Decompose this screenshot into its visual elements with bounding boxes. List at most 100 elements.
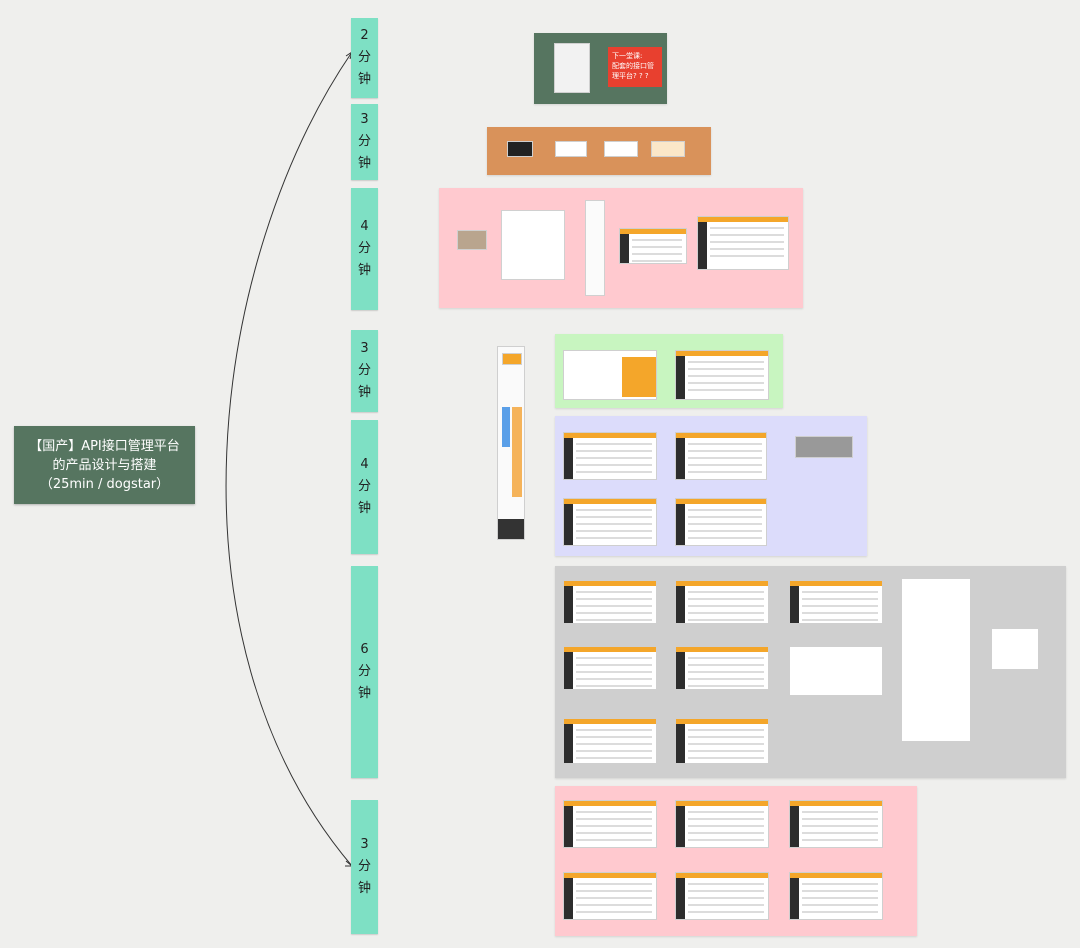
thumb-row — [802, 619, 878, 621]
thumb-row — [688, 664, 764, 666]
section-3-photo — [457, 230, 487, 250]
section-4-thumb — [675, 350, 769, 400]
thumb-row — [576, 450, 652, 452]
time-node-4[interactable]: 3 分 钟 — [351, 330, 378, 412]
thumb-row — [688, 897, 764, 899]
time-node-unit-b: 钟 — [357, 686, 371, 701]
thumb-row — [688, 516, 762, 518]
thumb-row — [688, 839, 764, 841]
time-node-unit-a: 分 — [357, 664, 371, 679]
thumb-row — [688, 678, 764, 680]
thumb-row — [576, 736, 652, 738]
thumb-row — [802, 911, 878, 913]
section-3-dashboard-thumb — [619, 228, 687, 264]
thumb-row — [802, 825, 878, 827]
thumb-row — [688, 389, 764, 391]
long-page-screenshot — [497, 346, 525, 540]
thumb-row — [688, 750, 764, 752]
time-node-unit-a: 分 — [357, 50, 371, 65]
thumb-row — [688, 890, 764, 892]
thumb-row — [576, 883, 652, 885]
time-node-6[interactable]: 6 分 钟 — [351, 566, 378, 778]
thumb-row — [710, 248, 784, 250]
thumb-row — [688, 883, 764, 885]
time-node-3[interactable]: 4 分 钟 — [351, 188, 378, 310]
time-node-unit-b: 钟 — [357, 156, 371, 171]
thumb-row — [576, 811, 652, 813]
section-1-note: 下一堂课: 配套的接口管 理平台? ? ? — [608, 47, 662, 87]
thumb-row — [688, 443, 762, 445]
time-node-unit-a: 分 — [357, 241, 371, 256]
thumb-row — [688, 612, 764, 614]
thumb-row — [688, 657, 764, 659]
time-node-7[interactable]: 3 分 钟 — [351, 800, 378, 934]
thumb-row — [688, 743, 764, 745]
thumb-row — [688, 375, 764, 377]
root-topic-node[interactable]: 【国产】API接口管理平台 的产品设计与搭建 （25min / dogstar） — [14, 426, 195, 504]
section-6-thumb — [991, 628, 1039, 670]
section-2-thumb — [604, 141, 638, 157]
section-7-thumb — [563, 872, 657, 920]
time-node-minutes: 3 — [360, 341, 369, 356]
thumb-row — [802, 832, 878, 834]
section-5-thumb — [563, 498, 657, 546]
section-7-thumb — [789, 800, 883, 848]
thumb-row — [576, 678, 652, 680]
section-6-long-thumb — [901, 578, 971, 742]
thumb-row — [576, 911, 652, 913]
section-6-thumb — [563, 580, 657, 624]
thumb-row — [802, 591, 878, 593]
thumb-row — [688, 605, 764, 607]
thumb-row — [576, 750, 652, 752]
time-node-minutes: 3 — [360, 837, 369, 852]
section-6-thumb — [675, 580, 769, 624]
time-node-unit-b: 钟 — [357, 263, 371, 278]
thumb-row — [576, 537, 652, 539]
thumb-row — [688, 591, 764, 593]
time-node-2[interactable]: 3 分 钟 — [351, 104, 378, 180]
thumb-row — [802, 883, 878, 885]
thumb-row — [576, 530, 652, 532]
thumb-row — [576, 897, 652, 899]
section-2-thumb — [507, 141, 533, 157]
time-node-5[interactable]: 4 分 钟 — [351, 420, 378, 554]
thumb-row — [576, 904, 652, 906]
section-1-screenshot — [554, 43, 590, 93]
time-node-1[interactable]: 2 分 钟 — [351, 18, 378, 98]
time-node-minutes: 4 — [360, 219, 369, 234]
section-6-thumb — [789, 580, 883, 624]
section-7-thumb — [563, 800, 657, 848]
section-7-thumb — [789, 872, 883, 920]
section-7-panel — [555, 786, 917, 936]
section-7-thumb — [675, 800, 769, 848]
thumb-row — [576, 605, 652, 607]
thumb-row — [576, 818, 652, 820]
section-3-mindmap — [501, 210, 565, 280]
thumb-row — [632, 260, 682, 262]
section-4-thumb — [563, 350, 657, 400]
long-page-blue-block — [502, 407, 510, 447]
thumb-row — [710, 241, 784, 243]
thumb-row — [802, 811, 878, 813]
thumb-row — [710, 255, 784, 257]
thumb-row — [576, 685, 652, 687]
section-3-panel — [439, 188, 803, 308]
section-6-thumb — [675, 718, 769, 764]
section-1-panel: 下一堂课: 配套的接口管 理平台? ? ? — [534, 33, 667, 104]
thumb-row — [802, 904, 878, 906]
thumb-row — [632, 239, 682, 241]
time-node-unit-b: 钟 — [357, 385, 371, 400]
time-node-unit-a: 分 — [357, 134, 371, 149]
thumb-row — [576, 619, 652, 621]
thumb-row — [688, 811, 764, 813]
thumb-row — [576, 832, 652, 834]
thumb-row — [576, 471, 652, 473]
section-6-thumb — [563, 646, 657, 690]
section-3-dashboard-thumb — [697, 216, 789, 270]
connector-curve — [225, 51, 353, 867]
thumb-row — [688, 598, 764, 600]
thumb-row — [688, 361, 764, 363]
section-6-thumb — [789, 646, 883, 696]
thumb-row — [688, 825, 764, 827]
thumb-row — [802, 598, 878, 600]
